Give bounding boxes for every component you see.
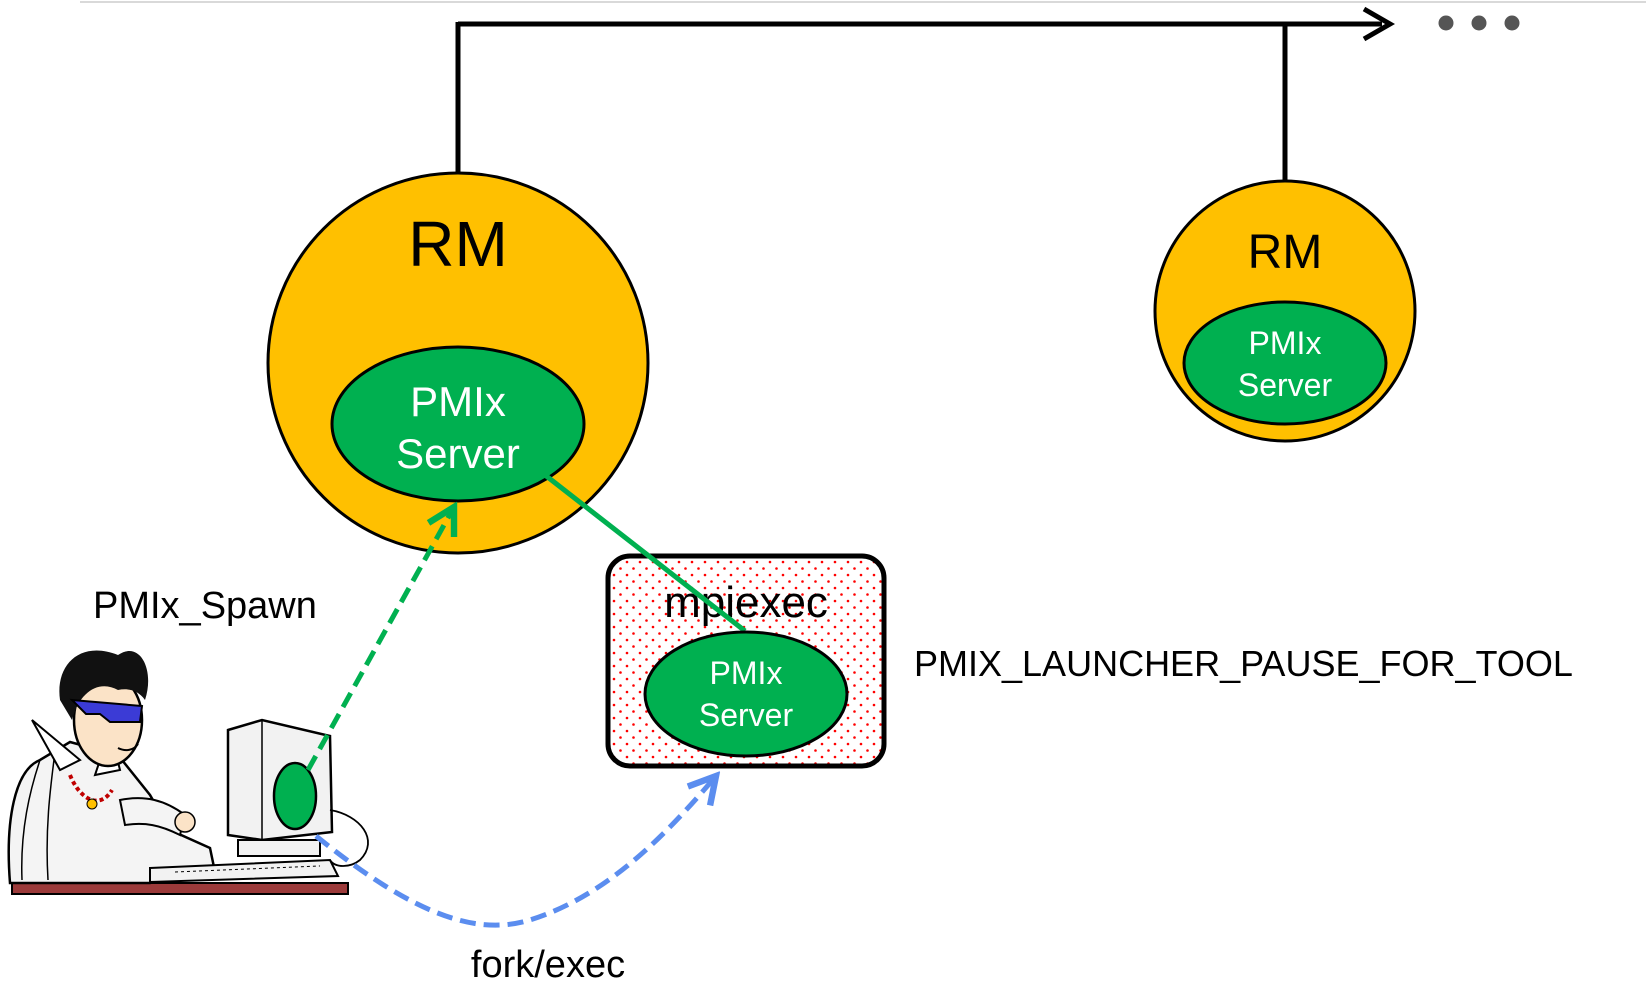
network-bus — [455, 6, 1396, 182]
server-connection-line — [543, 473, 747, 633]
ellipsis-icon — [1438, 15, 1520, 31]
pmix-server-left: PMIx Server — [330, 345, 586, 503]
rm-right-title: RM — [1248, 226, 1323, 279]
pmix-spawn-label: PMIx_Spawn — [93, 585, 317, 627]
pmix-spawn-arrow — [305, 507, 454, 772]
elvis-at-computer-icon — [7, 650, 369, 895]
pmix-server-mpiexec-line2: Server — [699, 697, 794, 733]
pmix-server-mpiexec: PMIx Server — [643, 630, 849, 758]
rm-node-left: RM PMIx Server — [266, 171, 650, 555]
pmix-server-left-line1: PMIx — [410, 378, 506, 425]
rm-node-right: RM PMIx Server — [1153, 179, 1417, 443]
rm-left-title: RM — [408, 208, 508, 280]
pmix-server-mpiexec-line1: PMIx — [710, 655, 783, 691]
pmix-server-left-line2: Server — [396, 430, 520, 477]
pmix-server-right-line1: PMIx — [1249, 325, 1322, 361]
pmix-server-right: PMIx Server — [1182, 300, 1388, 426]
fork-exec-label: fork/exec — [471, 944, 625, 985]
fork-exec-arrow — [314, 776, 716, 928]
pmix-server-right-line2: Server — [1238, 367, 1333, 403]
pause-for-tool-label: PMIX_LAUNCHER_PAUSE_FOR_TOOL — [914, 643, 1573, 684]
